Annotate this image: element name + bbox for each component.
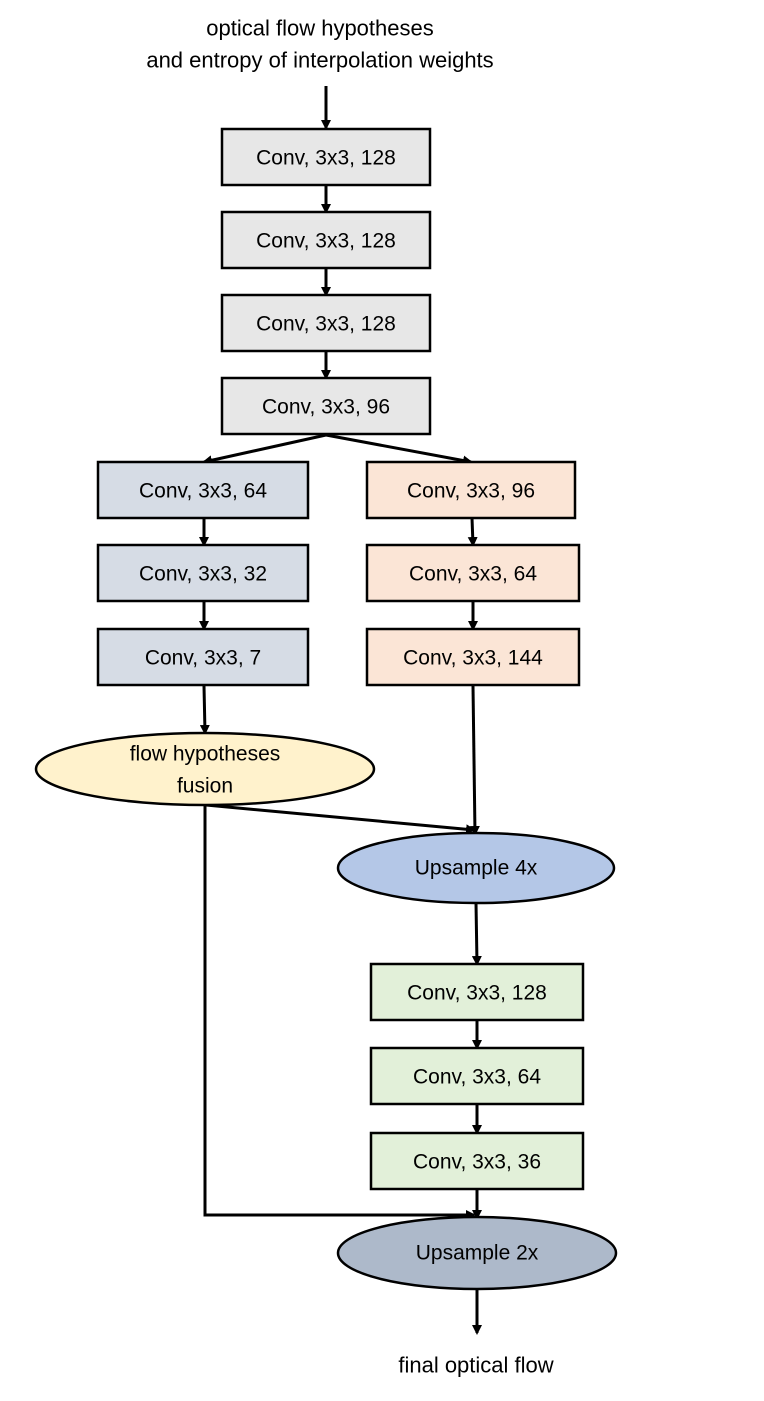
- left-conv-2: Conv, 3x3, 32: [96, 543, 310, 603]
- right-conv-1-label: Conv, 3x3, 96: [407, 480, 535, 503]
- refine-conv-3-box: [369, 1131, 585, 1191]
- upsample-4x-ellipse: [336, 831, 616, 905]
- upsample-2x-node: Upsample 2x: [336, 1215, 618, 1291]
- left-conv-1-box: [96, 460, 310, 520]
- trunk-conv-4-box: [220, 376, 432, 436]
- refine-conv-1-box: [369, 962, 585, 1022]
- fusion-label-line2: fusion: [177, 775, 233, 798]
- refine-conv-3-label: Conv, 3x3, 36: [413, 1151, 541, 1174]
- trunk-conv-3-label: Conv, 3x3, 128: [256, 313, 396, 336]
- input-caption: optical flow hypotheses and entropy of i…: [146, 16, 493, 73]
- fusion-node: flow hypotheses fusion: [34, 731, 376, 807]
- trunk-conv-2-box: [220, 210, 432, 270]
- right-conv-2: Conv, 3x3, 64: [365, 543, 581, 603]
- left-conv-2-box: [96, 543, 310, 603]
- upsample-4x-node: Upsample 4x: [336, 831, 616, 905]
- left-conv-3-label: Conv, 3x3, 7: [145, 647, 261, 670]
- upsample-2x-label: Upsample 2x: [416, 1242, 539, 1265]
- fusion-label-line1: flow hypotheses: [130, 743, 281, 766]
- trunk-conv-2-label: Conv, 3x3, 128: [256, 230, 396, 253]
- trunk-conv-1: Conv, 3x3, 128: [220, 127, 432, 187]
- trunk-conv-1-label: Conv, 3x3, 128: [256, 147, 396, 170]
- upsample-4x-label: Upsample 4x: [415, 857, 538, 880]
- edge-upsample-4x-to-refine-1: [471, 902, 482, 966]
- input-caption-line1: optical flow hypotheses: [206, 16, 433, 41]
- trunk-conv-4: Conv, 3x3, 96: [220, 376, 432, 436]
- right-conv-3-box: [365, 627, 581, 687]
- right-conv-1: Conv, 3x3, 96: [365, 460, 577, 520]
- trunk-conv-3-box: [220, 293, 432, 353]
- left-conv-1-label: Conv, 3x3, 64: [139, 480, 267, 503]
- left-conv-2-label: Conv, 3x3, 32: [139, 563, 267, 586]
- edge-fusion-skip-to-upsample-2x: [203, 805, 476, 1220]
- refine-conv-2: Conv, 3x3, 64: [369, 1046, 585, 1106]
- input-caption-line2: and entropy of interpolation weights: [146, 48, 493, 73]
- left-branch: Conv, 3x3, 64 Conv, 3x3, 32 Conv, 3x3, 7: [96, 460, 310, 687]
- left-conv-3: Conv, 3x3, 7: [96, 627, 310, 687]
- output-caption: final optical flow: [398, 1353, 553, 1378]
- right-conv-1-box: [365, 460, 577, 520]
- upsample-2x-ellipse: [336, 1215, 618, 1291]
- edges: [199, 86, 482, 1335]
- left-conv-1: Conv, 3x3, 64: [96, 460, 310, 520]
- refine-conv-3: Conv, 3x3, 36: [369, 1131, 585, 1191]
- fusion-ellipse: [34, 731, 376, 807]
- trunk-conv-4-label: Conv, 3x3, 96: [262, 396, 390, 419]
- right-conv-3-label: Conv, 3x3, 144: [403, 647, 543, 670]
- refine-conv-1: Conv, 3x3, 128: [369, 962, 585, 1022]
- edge-trunk-4-to-left-1: [202, 433, 327, 466]
- edge-fusion-to-upsample-4x: [205, 803, 476, 835]
- right-conv-2-box: [365, 543, 581, 603]
- right-conv-2-label: Conv, 3x3, 64: [409, 563, 537, 586]
- edge-right-3-to-upsample-4x: [469, 685, 480, 836]
- refine-conv-1-label: Conv, 3x3, 128: [407, 982, 547, 1005]
- trunk-conv-1-box: [220, 127, 432, 187]
- right-branch: Conv, 3x3, 96 Conv, 3x3, 64 Conv, 3x3, 1…: [365, 460, 581, 687]
- trunk-conv-2: Conv, 3x3, 128: [220, 210, 432, 270]
- edge-left-3-to-fusion: [199, 685, 210, 735]
- refine-conv-2-box: [369, 1046, 585, 1106]
- edge-right-1-to-right-2: [467, 517, 478, 547]
- refine-branch: Conv, 3x3, 128 Conv, 3x3, 64 Conv, 3x3, …: [369, 962, 585, 1191]
- right-conv-3: Conv, 3x3, 144: [365, 627, 581, 687]
- trunk: Conv, 3x3, 128 Conv, 3x3, 128 Conv, 3x3,…: [220, 127, 432, 436]
- refine-conv-2-label: Conv, 3x3, 64: [413, 1066, 541, 1089]
- trunk-conv-3: Conv, 3x3, 128: [220, 293, 432, 353]
- edge-trunk-4-to-right-1: [325, 433, 473, 466]
- left-conv-3-box: [96, 627, 310, 687]
